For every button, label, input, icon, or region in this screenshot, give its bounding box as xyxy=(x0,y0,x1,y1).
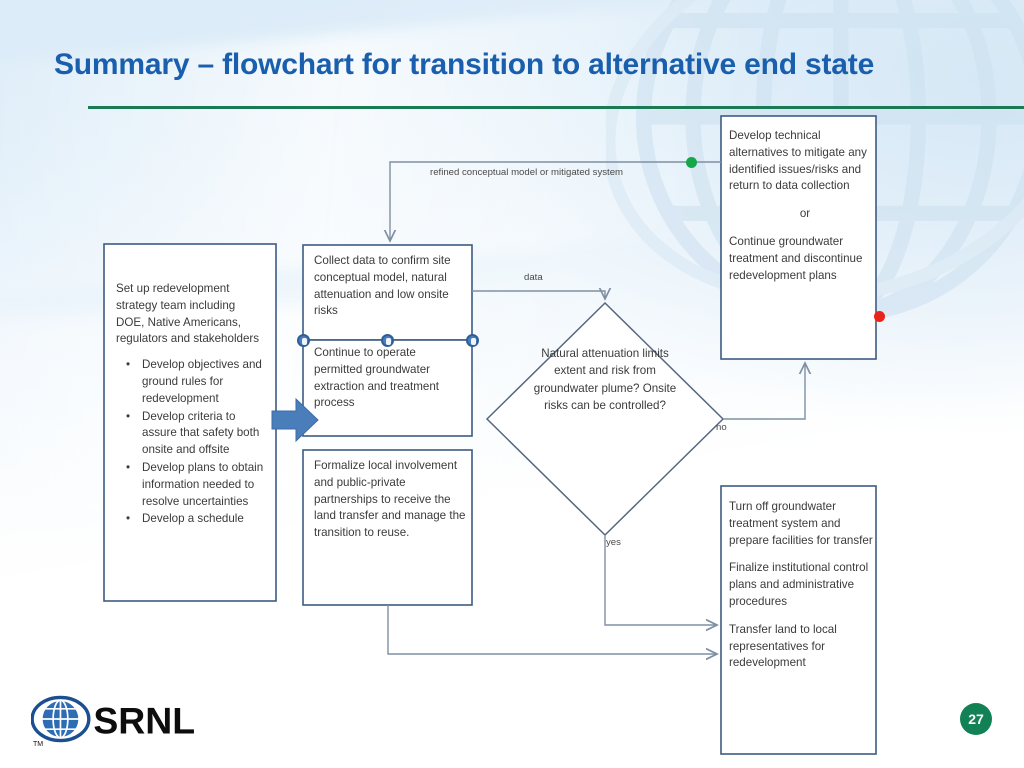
node-text-develop: Develop technical alternatives to mitiga… xyxy=(729,128,881,284)
node-text-turnoff: Turn off groundwater treatment system an… xyxy=(729,499,881,672)
page-number-badge: 27 xyxy=(960,703,992,735)
edge-collect-to-decision xyxy=(472,291,605,299)
node-text-formalize: Formalize local involvement and public-p… xyxy=(314,459,466,540)
develop-part2: Continue groundwater treatment and disco… xyxy=(729,234,863,282)
node-text-collect: Collect data to confirm site conceptual … xyxy=(314,254,451,318)
selection-handle-middle[interactable] xyxy=(381,334,394,347)
selection-handle-left[interactable] xyxy=(297,334,310,347)
srnl-logo: SRNL xyxy=(31,695,195,743)
turnoff-part3: Transfer land to local representatives f… xyxy=(729,622,837,670)
edge-label-no: no xyxy=(716,422,727,433)
edge-develop-feedback-to-collect xyxy=(390,161,721,241)
connector-dot-red[interactable] xyxy=(874,311,885,322)
node-box-collect[interactable] xyxy=(302,244,473,341)
node-diamond-decision[interactable] xyxy=(485,301,725,537)
edge-label-yes: yes xyxy=(606,537,621,548)
edge-label-refined-model: refined conceptual model or mitigated sy… xyxy=(430,167,624,178)
node-text-decision: Natural attenuation limits extent and ri… xyxy=(533,347,677,413)
node-box-formalize[interactable] xyxy=(302,449,473,606)
node-box-develop[interactable] xyxy=(720,115,877,360)
node-text-setup: Set up redevelopment strategy team inclu… xyxy=(116,281,266,529)
node-text-operate: Continue to operate permitted groundwate… xyxy=(314,346,440,410)
setup-bullet: Develop criteria to assure that safety b… xyxy=(126,409,266,459)
connector-dot-green[interactable] xyxy=(686,157,697,168)
edge-formalize-to-turnoff xyxy=(387,605,717,654)
turnoff-part2: Finalize institutional control plans and… xyxy=(729,561,869,608)
setup-bullet: Develop objectives and ground rules for … xyxy=(126,357,266,407)
page-title: Summary – flowchart for transition to al… xyxy=(54,48,875,81)
setup-bullet-list: Develop objectives and ground rules for … xyxy=(116,357,266,528)
title-underline-rule xyxy=(88,106,1024,109)
setup-bullet: Develop plans to obtain information need… xyxy=(126,460,266,510)
edge-decision-yes-to-turnoff xyxy=(604,535,717,625)
develop-part1: Develop technical alternatives to mitiga… xyxy=(729,129,867,193)
turnoff-part1: Turn off groundwater treatment system an… xyxy=(729,500,873,547)
edge-decision-no-to-develop xyxy=(723,363,805,420)
edge-label-data: data xyxy=(524,272,543,283)
node-box-operate[interactable] xyxy=(302,339,473,437)
logo-wordmark: SRNL xyxy=(93,700,195,742)
globe-icon xyxy=(31,695,91,743)
develop-connector-or: or xyxy=(799,207,811,221)
selection-handle-right[interactable] xyxy=(466,334,479,347)
node-box-turnoff[interactable] xyxy=(720,485,877,755)
block-arrow-setup-to-middle xyxy=(271,397,319,443)
setup-bullet: Develop a schedule xyxy=(126,511,266,528)
logo-trademark: TM xyxy=(33,741,44,748)
setup-heading: Set up redevelopment strategy team inclu… xyxy=(116,282,260,346)
